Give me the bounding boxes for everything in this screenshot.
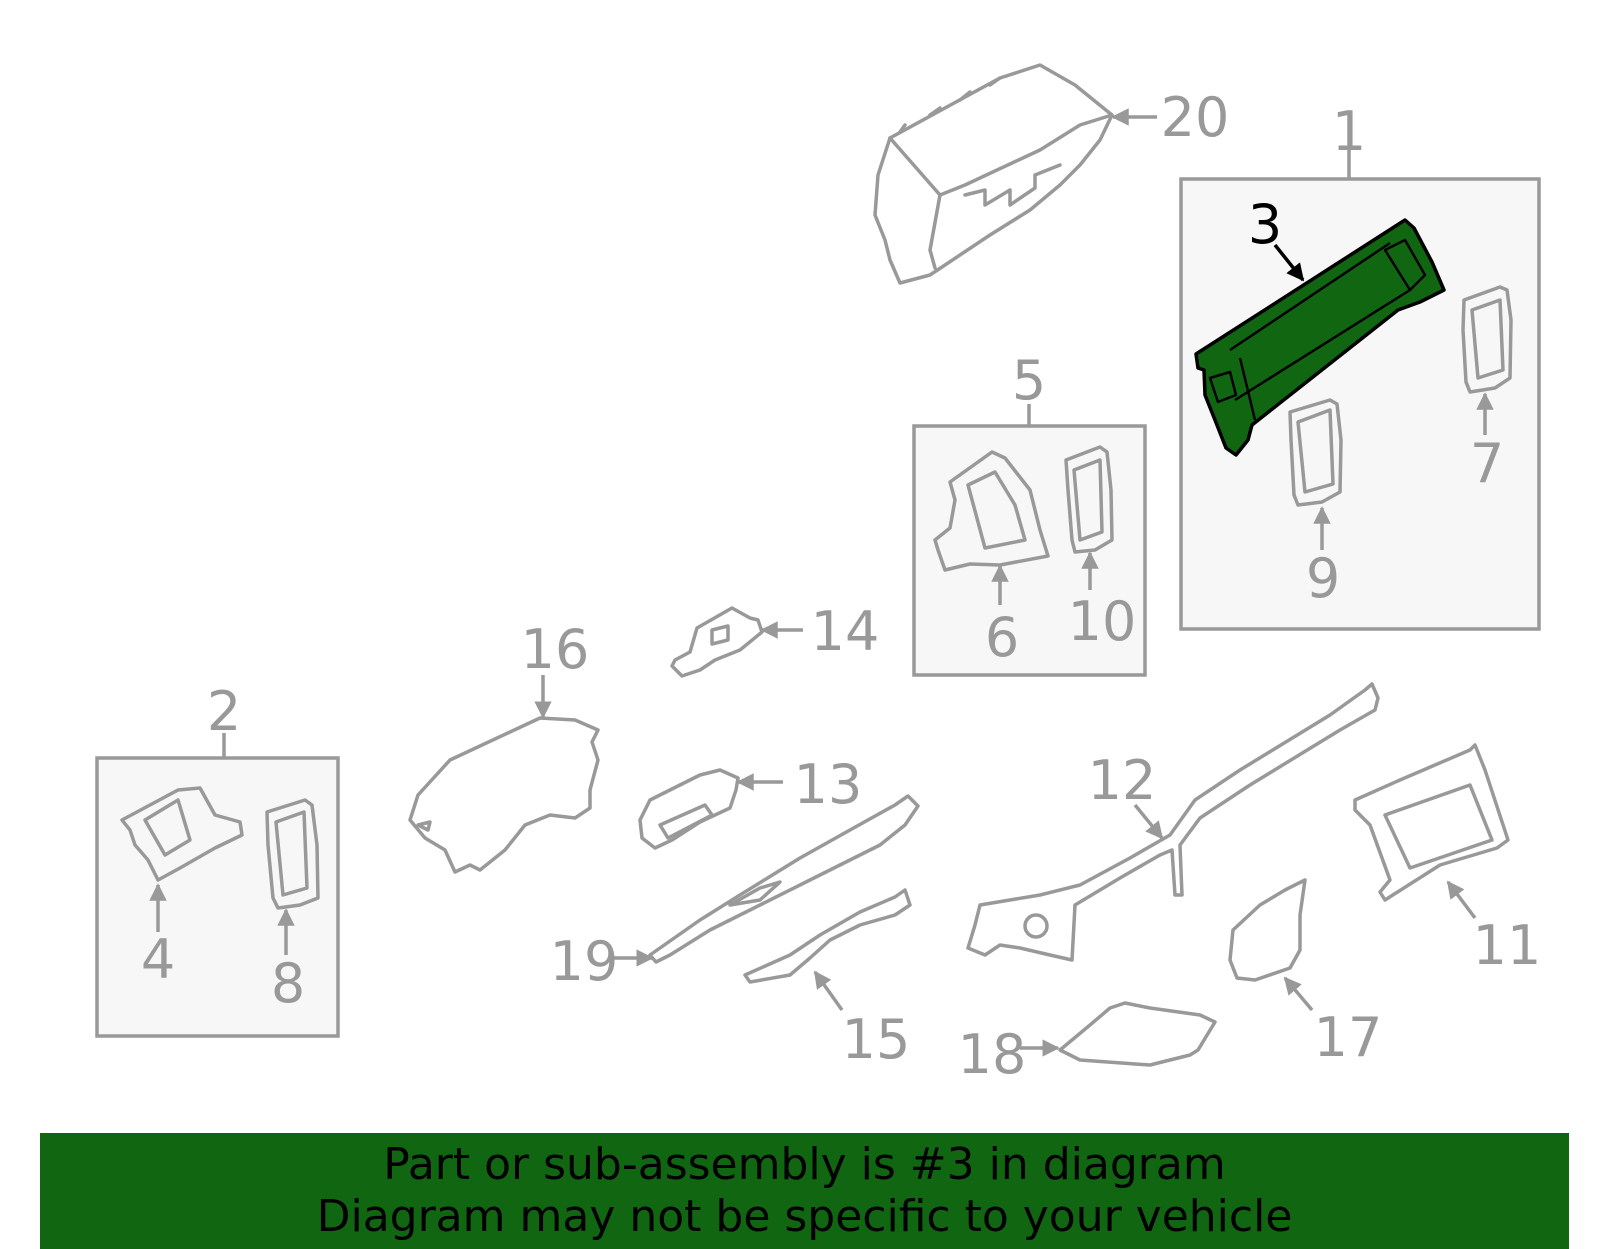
part-9-trim-insert-inner xyxy=(1296,408,1335,494)
callout-15: 15 xyxy=(842,1008,911,1071)
part-7-trim-insert[interactable] xyxy=(1461,285,1513,394)
part-19-lower-trim-strip-detail xyxy=(728,880,782,907)
part-3-highlighted-panel[interactable] xyxy=(1194,218,1446,457)
part-16-cluster-bezel[interactable] xyxy=(408,716,600,874)
callout-2: 2 xyxy=(207,680,241,743)
banner-line-disclaimer: Diagram may not be specific to your vehi… xyxy=(316,1191,1293,1242)
assembly-box-2 xyxy=(95,756,340,1038)
banner-line-part-info: Part or sub-assembly is #3 in diagram xyxy=(383,1139,1226,1190)
part-9-trim-insert[interactable] xyxy=(1288,398,1343,507)
part-14-bracket[interactable] xyxy=(670,606,764,678)
callout-12: 12 xyxy=(1088,749,1157,812)
part-4-vent-housing[interactable] xyxy=(120,786,244,882)
assembly-box-5 xyxy=(912,424,1147,677)
leader-15 xyxy=(813,970,844,1012)
callout-1: 1 xyxy=(1332,100,1366,163)
callout-18: 18 xyxy=(958,1023,1027,1086)
part-15-bracket[interactable] xyxy=(743,888,912,984)
part-10-trim-insert-inner xyxy=(1072,458,1104,542)
leader-17 xyxy=(1283,976,1314,1012)
callout-16: 16 xyxy=(521,618,590,681)
part-12-reinforcement-bar[interactable] xyxy=(966,682,1380,962)
leader-3 xyxy=(1273,243,1305,282)
part-11-display-frame-inner xyxy=(1383,783,1494,870)
callout-3: 3 xyxy=(1248,193,1282,256)
part-8-trim-insert[interactable] xyxy=(265,798,320,910)
leader-11 xyxy=(1446,880,1477,920)
part-19-lower-trim-strip[interactable] xyxy=(648,794,920,964)
callout-20: 20 xyxy=(1161,86,1230,149)
part-14-bracket-slot xyxy=(710,624,730,646)
part-6-vent-housing-inner xyxy=(966,470,1027,550)
callout-8: 8 xyxy=(271,952,305,1015)
parts-diagram: 1 2 3 4 5 6 7 8 9 10 11 12 13 14 15 16 1… xyxy=(95,63,1542,1086)
callout-13: 13 xyxy=(794,753,863,816)
callout-7: 7 xyxy=(1470,432,1504,495)
part-4-vent-housing-inner xyxy=(143,798,192,857)
callout-14: 14 xyxy=(811,600,880,663)
part-16-cluster-bezel-detail xyxy=(416,820,432,832)
part-8-trim-insert-inner xyxy=(274,810,309,897)
part-20-airbag-module[interactable] xyxy=(873,63,1114,285)
part-12-reinforcement-bar-hole xyxy=(1023,913,1049,939)
callout-9: 9 xyxy=(1306,547,1340,610)
part-10-trim-insert[interactable] xyxy=(1064,445,1114,554)
leader-12 xyxy=(1133,803,1164,840)
callout-4: 4 xyxy=(141,928,175,991)
info-banner: Part or sub-assembly is #3 in diagram Di… xyxy=(40,1133,1569,1249)
part-17-side-cover[interactable] xyxy=(1228,878,1307,982)
callout-5: 5 xyxy=(1012,349,1046,412)
callout-17: 17 xyxy=(1314,1006,1383,1069)
callout-11: 11 xyxy=(1473,914,1542,977)
part-18-lower-cover[interactable] xyxy=(1058,1001,1217,1067)
part-11-display-frame[interactable] xyxy=(1353,743,1510,902)
part-13-switch-bezel-inner xyxy=(658,803,714,840)
callout-19: 19 xyxy=(550,930,619,993)
callout-10: 10 xyxy=(1068,590,1137,653)
part-13-switch-bezel[interactable] xyxy=(638,768,740,850)
callout-6: 6 xyxy=(985,606,1019,669)
part-6-vent-housing[interactable] xyxy=(933,450,1050,572)
part-7-trim-insert-inner xyxy=(1470,298,1505,380)
